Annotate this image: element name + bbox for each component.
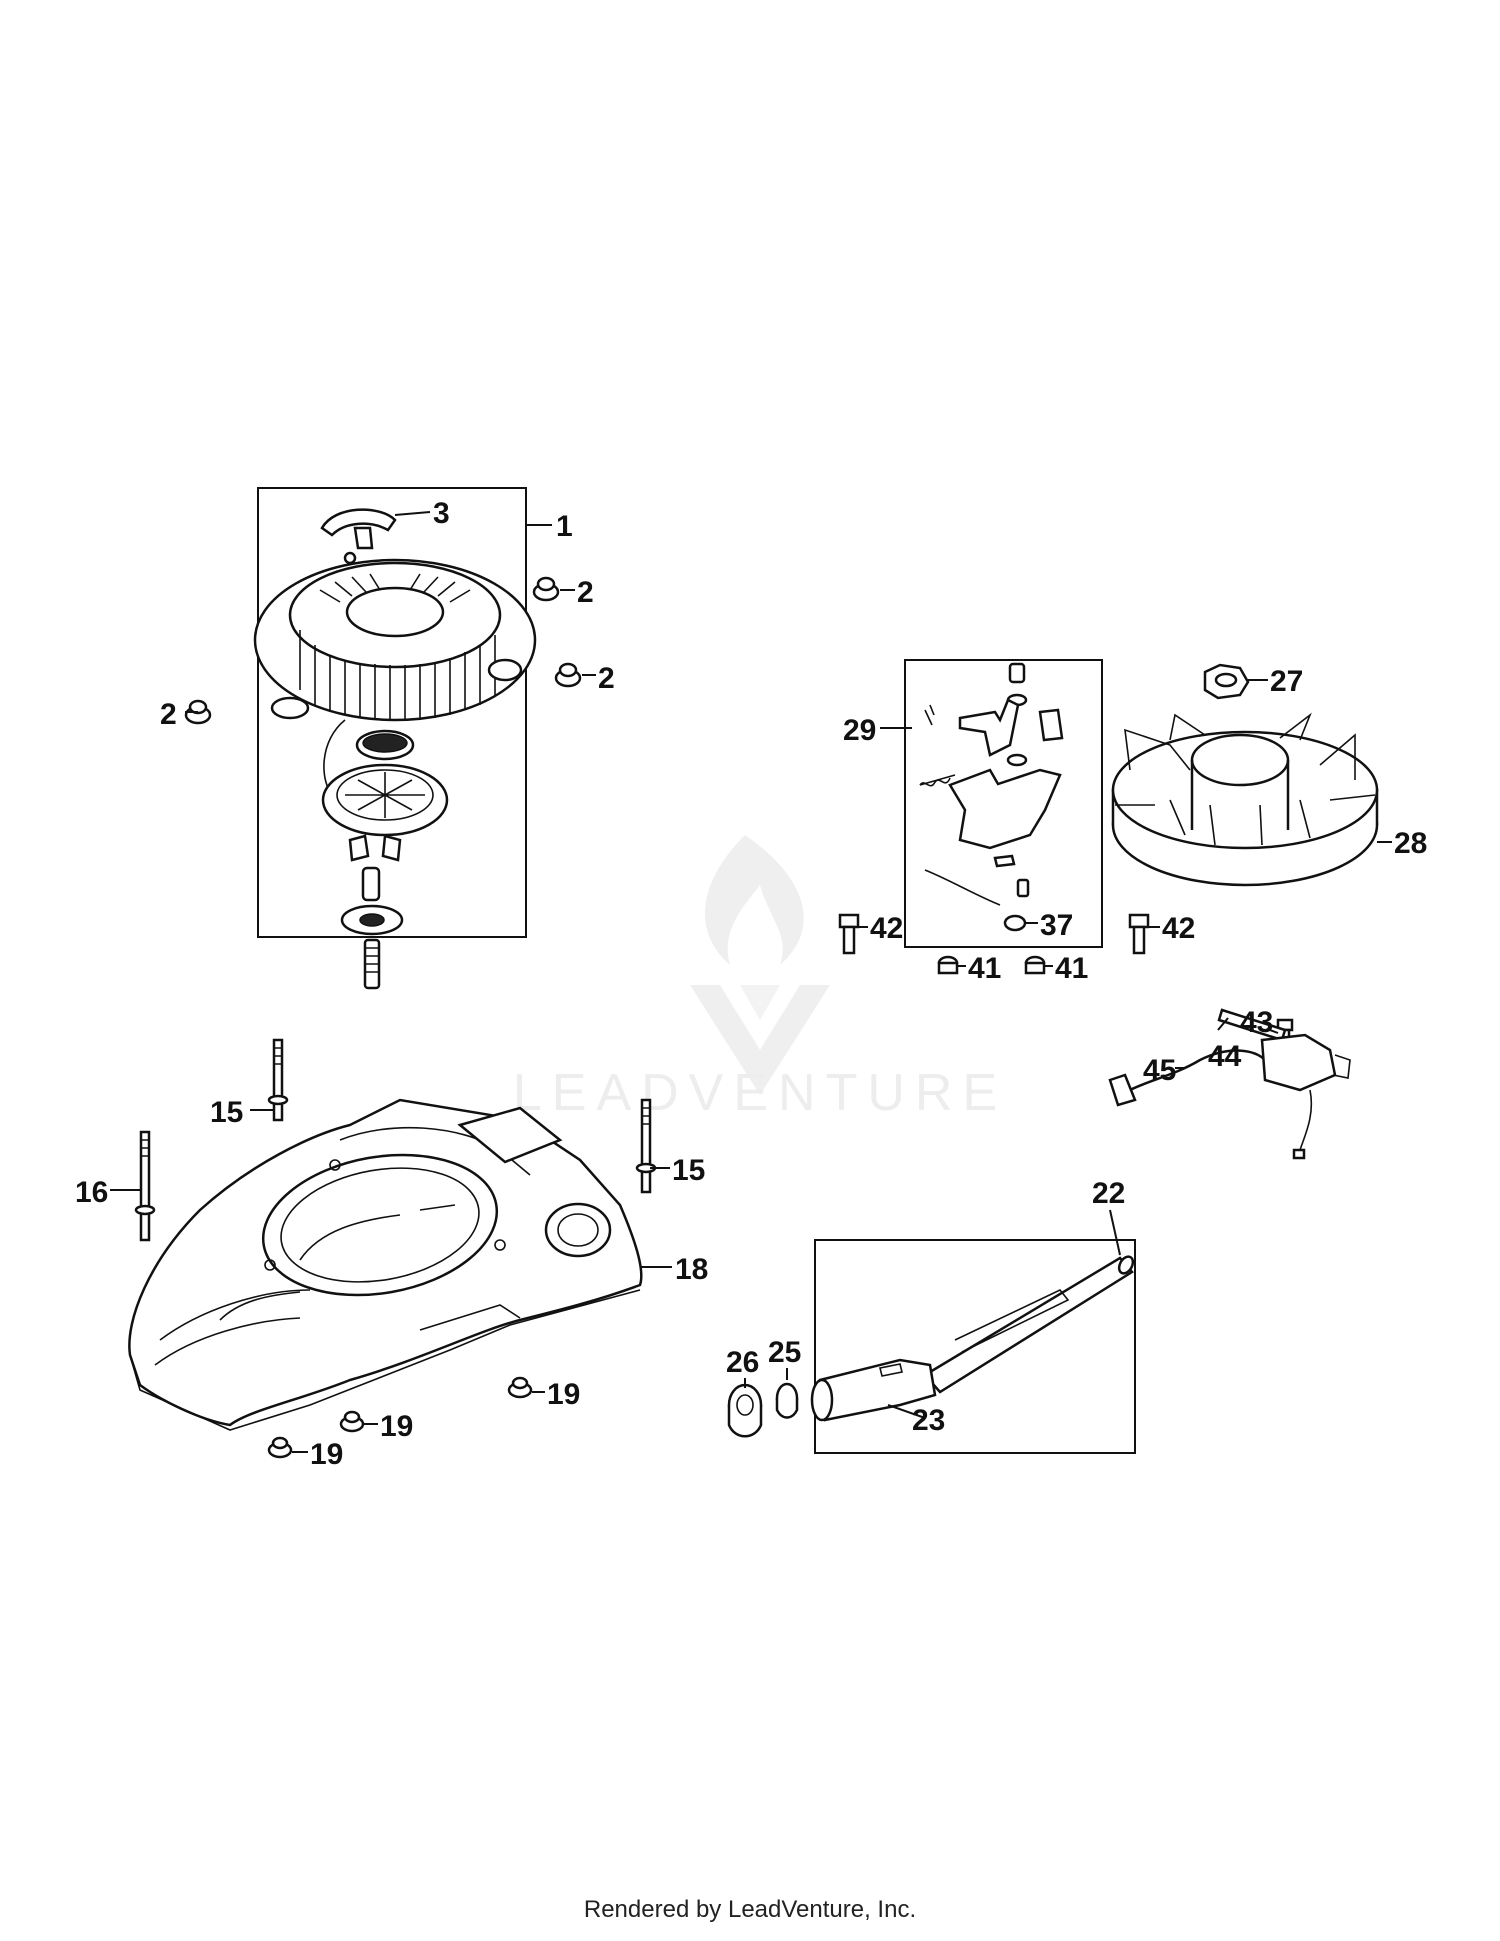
callout-3[interactable]: 3 xyxy=(433,497,450,530)
callout-labels: 3 1 2 2 2 29 27 28 42 37 41 41 42 43 44 … xyxy=(75,497,1427,1471)
callout-2b[interactable]: 2 xyxy=(598,662,615,695)
callout-1[interactable]: 1 xyxy=(556,510,573,543)
callout-44[interactable]: 44 xyxy=(1208,1040,1242,1073)
callout-27[interactable]: 27 xyxy=(1270,665,1303,698)
callout-19b[interactable]: 19 xyxy=(380,1410,413,1443)
leader-lines xyxy=(110,511,1392,1453)
recoil-starter-assembly[interactable] xyxy=(253,508,537,990)
callout-23[interactable]: 23 xyxy=(912,1404,945,1437)
callout-2a[interactable]: 2 xyxy=(577,576,594,609)
callout-19a[interactable]: 19 xyxy=(547,1378,580,1411)
flywheel-nut[interactable] xyxy=(1203,663,1250,700)
flywheel[interactable] xyxy=(1111,712,1379,887)
blower-housing[interactable] xyxy=(128,1098,643,1431)
watermark-logo xyxy=(690,835,830,1095)
control-bracket-group-box xyxy=(904,659,1103,948)
callout-16[interactable]: 16 xyxy=(75,1176,108,1209)
callout-29[interactable]: 29 xyxy=(843,714,876,747)
stud-15b[interactable] xyxy=(635,1098,657,1194)
stud-16[interactable] xyxy=(134,1130,156,1242)
callout-15b[interactable]: 15 xyxy=(672,1154,705,1187)
callout-22[interactable]: 22 xyxy=(1092,1177,1125,1210)
hex-nut-2b[interactable] xyxy=(554,662,582,688)
render-credit: Rendered by LeadVenture, Inc. xyxy=(583,1896,917,1923)
bolt-42a[interactable] xyxy=(838,913,860,955)
nut-19a[interactable] xyxy=(507,1376,533,1399)
control-bracket-assembly[interactable] xyxy=(919,662,1064,975)
callout-25[interactable]: 25 xyxy=(768,1336,801,1369)
watermark-text: LEADVENTURE xyxy=(513,1064,1007,1122)
ignition-coil[interactable] xyxy=(1108,1033,1351,1160)
callout-41b[interactable]: 41 xyxy=(1055,952,1088,985)
callout-45[interactable]: 45 xyxy=(1143,1054,1176,1087)
callout-28[interactable]: 28 xyxy=(1394,827,1427,860)
stud-15a[interactable] xyxy=(267,1038,289,1122)
callout-19c[interactable]: 19 xyxy=(310,1438,343,1471)
breather-group-box xyxy=(814,1239,1136,1454)
recoil-starter-group-box xyxy=(257,487,527,938)
nut-19b[interactable] xyxy=(339,1410,365,1433)
grommet-26[interactable] xyxy=(727,1383,763,1438)
callout-42a[interactable]: 42 xyxy=(870,912,903,945)
callout-15a[interactable]: 15 xyxy=(210,1096,243,1129)
bolt-42b[interactable] xyxy=(1128,913,1150,955)
nut-19c[interactable] xyxy=(267,1436,293,1459)
hex-nut-2a[interactable] xyxy=(532,576,560,602)
callout-2c[interactable]: 2 xyxy=(160,698,177,731)
callout-41a[interactable]: 41 xyxy=(968,952,1001,985)
callout-37[interactable]: 37 xyxy=(1040,909,1073,942)
seal-25[interactable] xyxy=(775,1382,799,1419)
callout-42b[interactable]: 42 xyxy=(1162,912,1195,945)
callout-18[interactable]: 18 xyxy=(675,1253,708,1286)
callout-26[interactable]: 26 xyxy=(726,1346,759,1379)
breather-tube-assembly[interactable] xyxy=(810,1254,1136,1422)
callout-43[interactable]: 43 xyxy=(1240,1006,1273,1039)
